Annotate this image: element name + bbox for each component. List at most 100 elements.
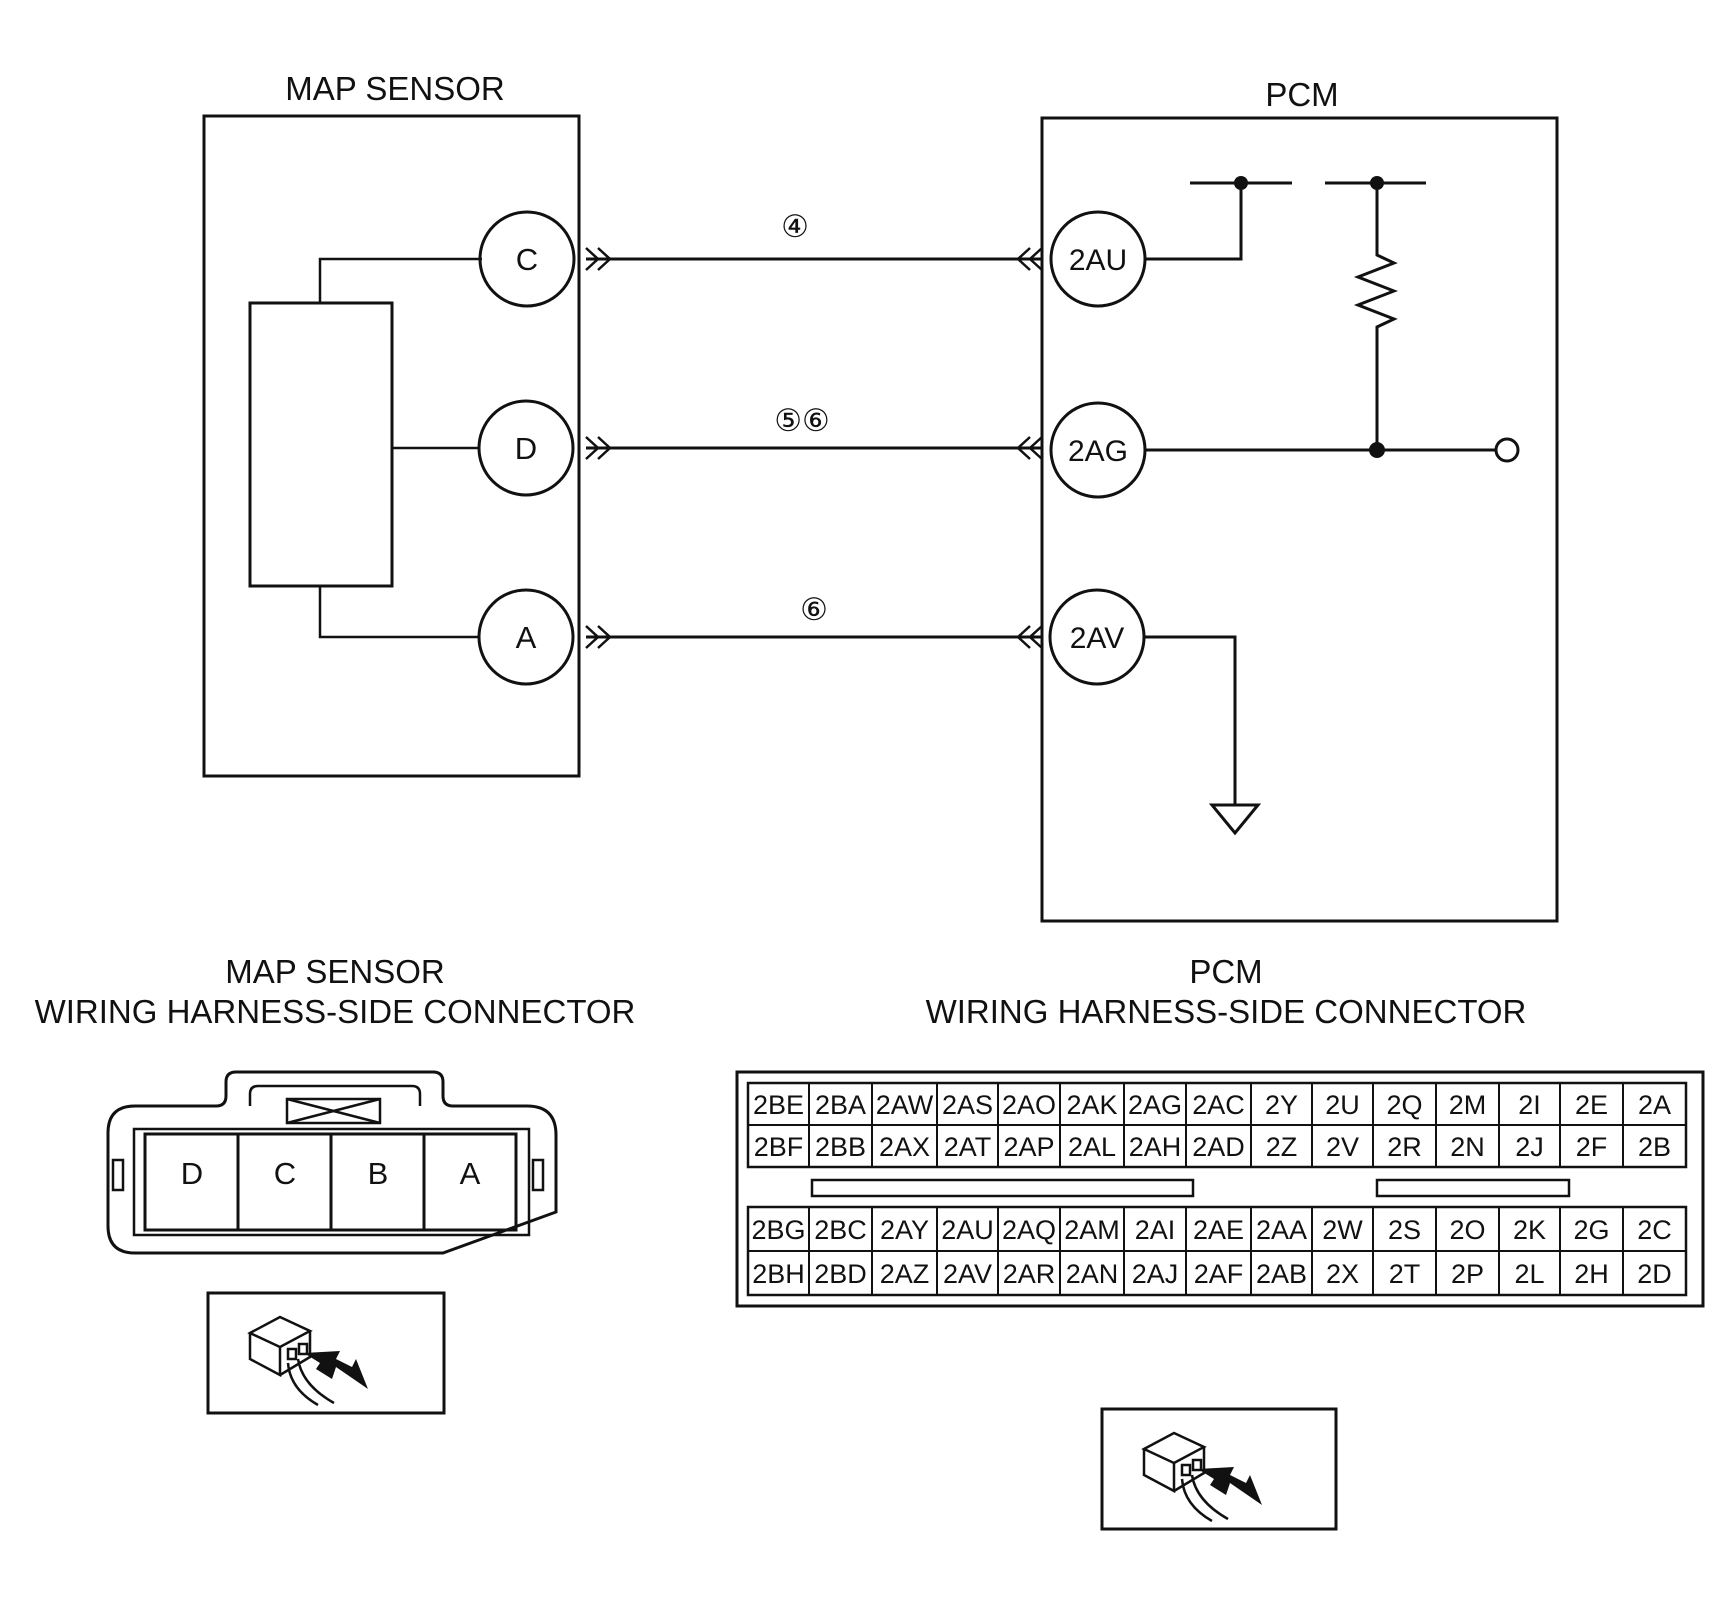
pcm-connector-title-line2: WIRING HARNESS-SIDE CONNECTOR xyxy=(926,993,1527,1030)
pcm-connector-cell-box xyxy=(1622,1124,1687,1168)
wire-number-d: ⑤⑥ xyxy=(774,403,830,438)
map-sensor-title: MAP SENSOR xyxy=(285,70,504,107)
pcm-connector-cell: 2BE xyxy=(753,1090,804,1120)
connector-key-slot xyxy=(810,1178,1195,1198)
pcm-connector-cell: 2AB xyxy=(1256,1259,1307,1289)
pcm-connector-cell: 2BA xyxy=(815,1090,866,1120)
pcm-connector-cell: 2B xyxy=(1638,1132,1671,1162)
connector-key-slot xyxy=(1375,1178,1571,1198)
harness-wire-c-2au xyxy=(585,247,1043,271)
pcm-connector-cell: 2BG xyxy=(751,1215,805,1245)
pcm-connector-cell-box xyxy=(1622,1250,1687,1296)
harness-view-icon xyxy=(206,1291,446,1415)
pcm-connector-cell: 2Z xyxy=(1266,1132,1298,1162)
pcm-connector-cell: 2AU xyxy=(941,1215,994,1245)
pcm-connector-cell: 2O xyxy=(1449,1215,1485,1245)
pcm-connector-cell: 2AI xyxy=(1135,1215,1176,1245)
pcm-connector-cell: 2AP xyxy=(1003,1132,1054,1162)
pcm-connector-cell: 2AW xyxy=(876,1090,934,1120)
pcm-connector-cell: 2Y xyxy=(1265,1090,1298,1120)
pcm-connector-cell: 2AK xyxy=(1066,1090,1117,1120)
map-pin-c: C xyxy=(478,210,576,308)
map-pin-a-label: A xyxy=(516,620,537,655)
map-connector-cell: C xyxy=(274,1156,296,1191)
pcm-connector-cell: 2AL xyxy=(1068,1132,1116,1162)
pcm-connector-cell: 2N xyxy=(1450,1132,1485,1162)
map-sensor-element xyxy=(248,301,394,588)
pcm-connector-cell: 2AC xyxy=(1192,1090,1245,1120)
pcm-terminal-2ag-label: 2AG xyxy=(1068,435,1128,468)
wire-number-a: ⑥ xyxy=(800,592,828,627)
pcm-connector-cell: 2J xyxy=(1515,1132,1544,1162)
pcm-connector-cell: 2AN xyxy=(1066,1259,1119,1289)
view-arrow xyxy=(1198,1467,1262,1505)
pcm-internal-circuit xyxy=(1144,176,1520,836)
pcm-connector-cell: 2V xyxy=(1326,1132,1359,1162)
output-terminal xyxy=(1494,437,1520,463)
map-pin-c-label: C xyxy=(516,242,538,277)
harness-view-icon xyxy=(1100,1407,1338,1531)
map-connector-cell: A xyxy=(460,1156,481,1191)
map-sensor-box xyxy=(202,114,581,778)
pcm-connector-cell: 2BF xyxy=(754,1132,804,1162)
map-connector-face: D C B A xyxy=(106,1070,558,1255)
pcm-connector-cell: 2AO xyxy=(1002,1090,1056,1120)
pcm-connector-cell: 2R xyxy=(1387,1132,1422,1162)
pcm-title: PCM xyxy=(1265,76,1338,113)
pcm-connector-cell: 2BC xyxy=(814,1215,867,1245)
pcm-connector-cell: 2S xyxy=(1388,1215,1421,1245)
pcm-terminal-2ag: 2AG xyxy=(1049,401,1147,499)
sensor-wire-a xyxy=(318,586,480,639)
pcm-connector-cell: 2AE xyxy=(1193,1215,1244,1245)
sensor-wire-c xyxy=(318,257,482,303)
pcm-connector-cell: 2BB xyxy=(815,1132,866,1162)
pcm-terminal-2av: 2AV xyxy=(1048,588,1146,686)
pcm-connector-cell: 2P xyxy=(1451,1259,1484,1289)
pcm-box xyxy=(1040,116,1559,923)
map-pin-d: D xyxy=(477,399,575,497)
pcm-connector-cell: 2AF xyxy=(1194,1259,1244,1289)
pcm-connector-cell: 2AD xyxy=(1192,1132,1245,1162)
pcm-terminal-2au-label: 2AU xyxy=(1069,244,1127,277)
pcm-connector-cell: 2W xyxy=(1322,1215,1363,1245)
pcm-terminal-2au: 2AU xyxy=(1049,210,1147,308)
pcm-connector-cell: 2AA xyxy=(1256,1215,1307,1245)
pcm-connector-cell: 2I xyxy=(1518,1090,1541,1120)
map-pin-d-label: D xyxy=(515,431,537,466)
pcm-connector-cell: 2AS xyxy=(942,1090,993,1120)
harness-wire-d-2ag xyxy=(585,436,1043,460)
pcm-connector-cell: 2G xyxy=(1573,1215,1609,1245)
pcm-connector-cell: 2U xyxy=(1325,1090,1360,1120)
pcm-connector-cell: 2AT xyxy=(944,1132,992,1162)
pcm-connector-cell: 2F xyxy=(1576,1132,1608,1162)
pcm-connector-cell: 2AX xyxy=(879,1132,930,1162)
pcm-connector-cell: 2C xyxy=(1637,1215,1672,1245)
pcm-connector-cell: 2T xyxy=(1389,1259,1421,1289)
pcm-connector-cell: 2L xyxy=(1514,1259,1544,1289)
pcm-connector-cell: 2BD xyxy=(814,1259,867,1289)
map-connector-cell: B xyxy=(368,1156,389,1191)
pcm-connector-cell: 2AJ xyxy=(1132,1259,1179,1289)
map-connector-title-line1: MAP SENSOR xyxy=(225,953,444,990)
resistor-symbol xyxy=(1353,183,1399,450)
pcm-connector-cell: 2AG xyxy=(1128,1090,1182,1120)
pcm-connector-cell: 2AQ xyxy=(1002,1215,1056,1245)
pcm-connector-cell: 2BH xyxy=(752,1259,805,1289)
pcm-connector-cell: 2AH xyxy=(1129,1132,1182,1162)
junction-dot xyxy=(1369,442,1385,458)
view-arrow xyxy=(304,1351,368,1389)
map-connector-title-line2: WIRING HARNESS-SIDE CONNECTOR xyxy=(35,993,636,1030)
harness-wire-a-2av xyxy=(585,625,1043,649)
connector-lock xyxy=(285,1097,382,1125)
wire-number-c: ④ xyxy=(781,209,809,244)
pcm-connector-cell: 2E xyxy=(1575,1090,1608,1120)
pcm-connector-cell: 2M xyxy=(1449,1090,1487,1120)
pcm-connector-cell: 2Q xyxy=(1386,1090,1422,1120)
pcm-connector-cell: 2AZ xyxy=(880,1259,930,1289)
pcm-connector-cell: 2H xyxy=(1574,1259,1609,1289)
ground-symbol xyxy=(1208,803,1262,836)
pcm-connector-cell: 2K xyxy=(1513,1215,1546,1245)
